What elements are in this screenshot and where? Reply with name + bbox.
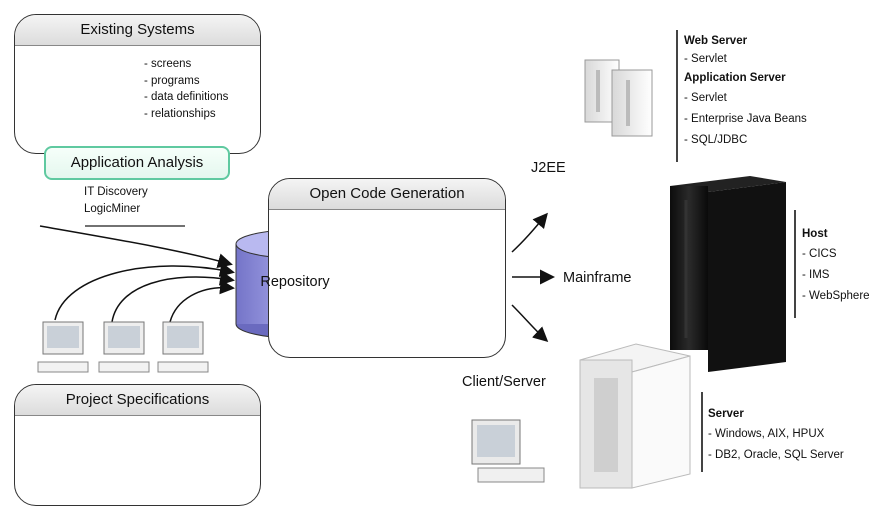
list-item: CICS	[802, 244, 870, 265]
workstation-icon	[37, 321, 89, 373]
analysis-tools: IT Discovery LogicMiner	[84, 184, 148, 218]
server-stack: Server Windows, AIX, HPUX DB2, Oracle, S…	[708, 404, 844, 466]
list-item: IMS	[802, 265, 870, 286]
target-mainframe: Mainframe	[563, 270, 632, 286]
target-client-server: Client/Server	[462, 374, 546, 390]
list-item: screens	[144, 56, 228, 73]
server-tower-icon	[579, 343, 691, 489]
target-j2ee: J2EE	[531, 160, 566, 176]
application-analysis-label: Application Analysis	[44, 146, 230, 180]
list-item: Servlet	[684, 88, 807, 109]
project-specifications-title: Project Specifications	[15, 385, 260, 416]
list-item: relationships	[144, 106, 228, 123]
existing-systems-title: Existing Systems	[15, 15, 260, 46]
host-stack: Host CICS IMS WebSphere	[802, 224, 870, 307]
list-item: data definitions	[144, 89, 228, 106]
server-title: Server	[708, 408, 744, 420]
j2ee-servers-icon	[584, 59, 653, 137]
project-specifications-panel: Project Specifications	[14, 384, 261, 506]
open-code-generation-title: Open Code Generation	[269, 179, 505, 210]
workstation-icon	[98, 321, 150, 373]
list-item: DB2, Oracle, SQL Server	[708, 445, 844, 466]
open-code-generation-panel: Open Code Generation	[268, 178, 506, 358]
list-item: programs	[144, 73, 228, 90]
app-server-title: Application Server	[684, 71, 786, 84]
mainframe-tower-icon	[670, 176, 786, 372]
list-item: Servlet	[684, 51, 807, 68]
list-item: SQL/JDBC	[684, 130, 807, 151]
list-item: Windows, AIX, HPUX	[708, 424, 844, 445]
web-server-title: Web Server	[684, 35, 748, 47]
client-workstation-icon	[471, 419, 545, 483]
list-item: WebSphere	[802, 286, 870, 307]
workstation-icon	[157, 321, 209, 373]
tool-item: IT Discovery	[84, 186, 148, 198]
repository-label: Repository	[260, 274, 330, 290]
existing-systems-list: screens programs data definitions relati…	[144, 56, 228, 122]
tool-item: LogicMiner	[84, 203, 141, 215]
j2ee-stack: Web Server Servlet Application Server Se…	[684, 31, 807, 151]
list-item: Enterprise Java Beans	[684, 109, 807, 130]
host-title: Host	[802, 228, 828, 240]
